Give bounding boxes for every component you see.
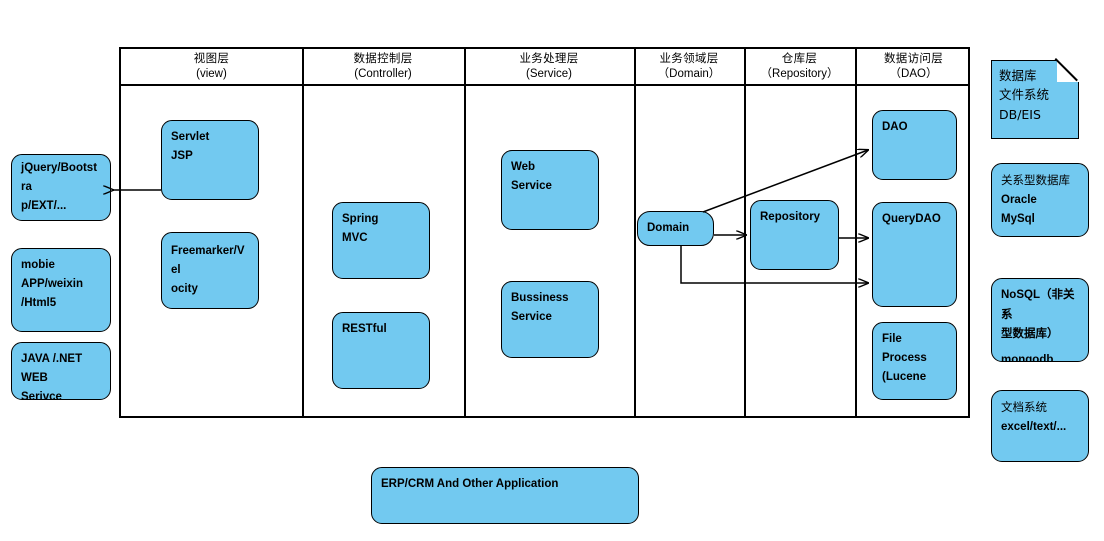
client-box-mobile[interactable]: mobie APP/weixin /Html5	[11, 248, 111, 332]
node-servlet-jsp[interactable]: Servlet JSP	[161, 120, 259, 200]
storage-box-document-line-1: 文档系统	[1001, 400, 1047, 414]
node-file-process-line-2: Process	[882, 351, 927, 364]
client-box-java-net-line-2: WEB	[21, 371, 48, 384]
storage-box-nosql-line-4: mongodb	[1001, 353, 1054, 362]
node-spring-mvc-line-1: Spring	[342, 213, 379, 225]
node-querydao-line-1: QueryDAO	[882, 213, 941, 225]
node-file-process-line-3: (Lucene	[882, 370, 927, 383]
node-spring-mvc[interactable]: Spring MVC	[332, 202, 430, 279]
client-box-jquery-line-2: p/EXT/...	[21, 199, 67, 212]
storage-note-database-line-3: DB/EIS	[999, 106, 1041, 122]
layer-header-controller-cn: 数据控制层	[353, 51, 413, 66]
node-dao[interactable]: DAO	[872, 110, 957, 180]
node-querydao[interactable]: QueryDAO	[872, 202, 957, 307]
layer-header-dao: 数据访问层 （DAO）	[855, 50, 972, 84]
storage-box-document-line-2: excel/text/...	[1001, 420, 1067, 433]
node-web-service[interactable]: Web Service	[501, 150, 599, 230]
storage-note-database-line-1: 数据库	[999, 68, 1037, 83]
node-erp-crm-application-line-1: ERP/CRM And Other Application	[381, 478, 559, 490]
layer-header-repository-cn: 仓库层	[781, 51, 818, 66]
node-freemarker-velocity-line-2: ocity	[171, 282, 198, 295]
client-box-mobile-line-3: /Html5	[21, 296, 57, 309]
note-fold-icon	[1057, 59, 1080, 82]
client-box-mobile-line-2: APP/weixin	[21, 277, 83, 290]
storage-note-database-text: 数据库 文件系统 DB/EIS	[999, 66, 1071, 124]
storage-box-nosql-line-2: 型数据库）	[1001, 328, 1059, 341]
node-repository[interactable]: Repository	[750, 200, 839, 270]
layer-header-view-cn: 视图层	[193, 51, 230, 66]
client-box-java-net-line-3: Serivce	[21, 390, 62, 400]
node-restful[interactable]: RESTful	[332, 312, 430, 389]
header-separator	[121, 84, 968, 86]
node-web-service-line-1: Web	[511, 161, 536, 173]
storage-box-nosql[interactable]: NoSQL（非关系 型数据库） mongodb	[991, 278, 1089, 362]
storage-note-database-line-2: 文件系统	[999, 87, 1050, 103]
storage-box-rdbms-line-2: Oracle	[1001, 193, 1037, 206]
layer-header-repository-en: （Repository）	[760, 68, 839, 80]
layer-header-view-en: (view)	[196, 68, 227, 80]
node-erp-crm-application[interactable]: ERP/CRM And Other Application	[371, 467, 639, 524]
node-bussiness-service-line-2: Service	[511, 310, 552, 323]
column-divider-5	[855, 49, 857, 416]
layer-header-controller-en: (Controller)	[354, 68, 412, 80]
storage-box-rdbms-line-1: 关系型数据库	[1001, 173, 1070, 187]
node-restful-line-1: RESTful	[342, 323, 387, 335]
node-servlet-jsp-line-1: Servlet	[171, 131, 210, 143]
column-divider-2	[464, 49, 466, 416]
layer-header-view: 视图层 (view)	[121, 50, 302, 84]
node-file-process-line-1: File	[882, 333, 902, 345]
column-divider-4	[744, 49, 746, 416]
layer-header-dao-cn: 数据访问层	[884, 51, 943, 66]
client-box-jquery[interactable]: jQuery/Bootstra p/EXT/...	[11, 154, 111, 221]
client-box-jquery-line-1: jQuery/Bootstra	[21, 162, 98, 194]
layer-header-domain: 业务领域层 （Domain）	[634, 50, 744, 84]
column-divider-3	[634, 49, 636, 416]
storage-box-nosql-line-1: NoSQL（非关系	[1001, 289, 1075, 321]
node-domain-line-1: Domain	[647, 222, 690, 235]
node-bussiness-service[interactable]: Bussiness Service	[501, 281, 599, 358]
layer-header-service-cn: 业务处理层	[519, 51, 579, 66]
node-servlet-jsp-line-2: JSP	[171, 149, 193, 162]
column-divider-1	[302, 49, 304, 416]
layer-header-repository: 仓库层 （Repository）	[744, 50, 855, 84]
client-box-java-net-line-1: JAVA /.NET	[21, 353, 83, 365]
node-web-service-line-2: Service	[511, 179, 552, 192]
layer-header-controller: 数据控制层 (Controller)	[302, 50, 464, 84]
node-spring-mvc-line-2: MVC	[342, 231, 368, 244]
layer-header-service-en: (Service)	[525, 68, 572, 80]
node-dao-line-1: DAO	[882, 121, 908, 133]
storage-box-document[interactable]: 文档系统 excel/text/...	[991, 390, 1089, 462]
node-bussiness-service-line-1: Bussiness	[511, 292, 569, 304]
storage-box-rdbms-line-3: MySql	[1001, 213, 1035, 226]
layer-header-domain-en: （Domain）	[657, 68, 721, 80]
layer-table: 视图层 (view) 数据控制层 (Controller) 业务处理层 (Ser…	[119, 47, 970, 418]
node-file-process[interactable]: File Process (Lucene	[872, 322, 957, 400]
node-freemarker-velocity-line-1: Freemarker/Vel	[171, 245, 245, 277]
storage-box-rdbms[interactable]: 关系型数据库 Oracle MySql	[991, 163, 1089, 237]
layer-header-service: 业务处理层 (Service)	[464, 50, 634, 84]
client-box-java-net[interactable]: JAVA /.NET WEB Serivce	[11, 342, 111, 400]
layer-header-domain-cn: 业务领域层	[659, 51, 719, 66]
storage-note-database[interactable]: 数据库 文件系统 DB/EIS	[991, 59, 1080, 139]
node-freemarker-velocity[interactable]: Freemarker/Vel ocity	[161, 232, 259, 309]
layer-header-dao-en: （DAO）	[889, 68, 938, 80]
client-box-mobile-line-1: mobie	[21, 259, 55, 271]
node-domain[interactable]: Domain	[637, 211, 714, 246]
node-repository-line-1: Repository	[760, 211, 821, 223]
